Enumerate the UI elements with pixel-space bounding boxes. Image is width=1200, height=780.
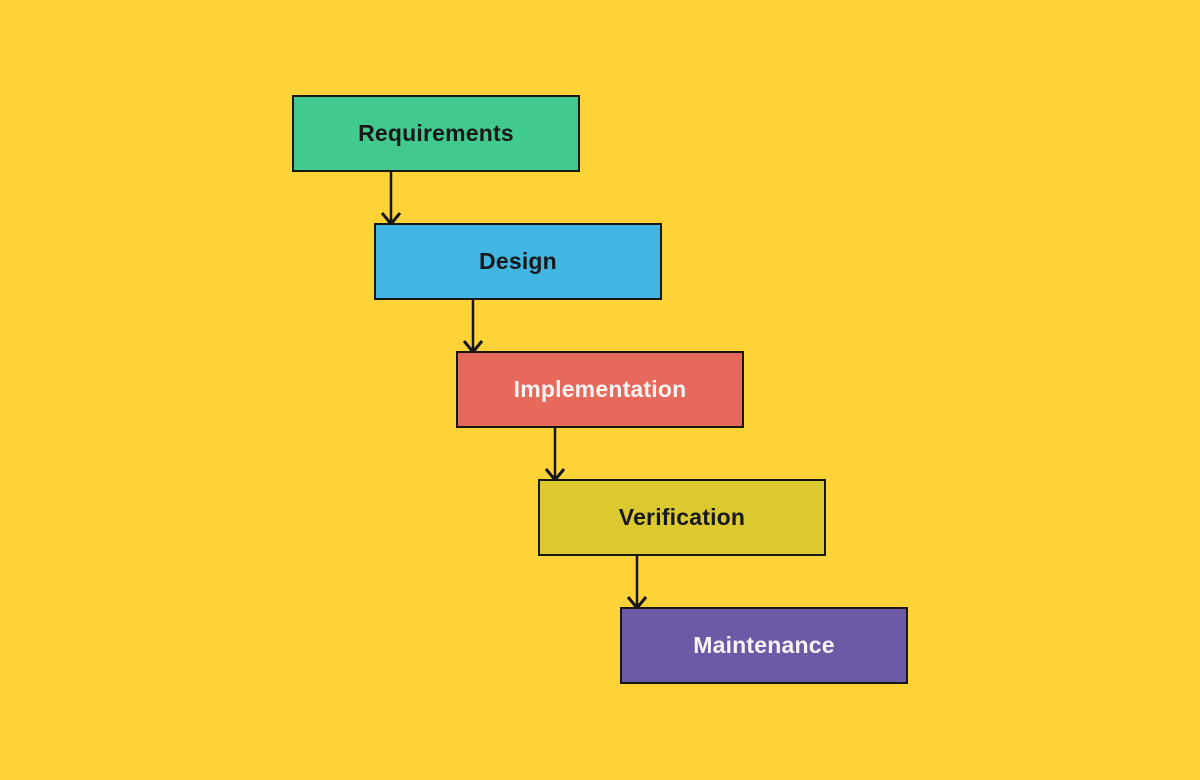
node-implementation: Implementation xyxy=(456,351,744,428)
node-verification-label: Verification xyxy=(618,504,746,530)
node-verification: Verification xyxy=(538,479,826,556)
node-requirements: Requirements xyxy=(292,95,580,172)
node-requirements-label: Requirements xyxy=(358,120,514,146)
node-implementation-label: Implementation xyxy=(513,376,687,402)
node-design: Design xyxy=(374,223,662,300)
node-maintenance: Maintenance xyxy=(620,607,908,684)
node-maintenance-label: Maintenance xyxy=(693,632,835,658)
node-design-label: Design xyxy=(479,248,557,274)
